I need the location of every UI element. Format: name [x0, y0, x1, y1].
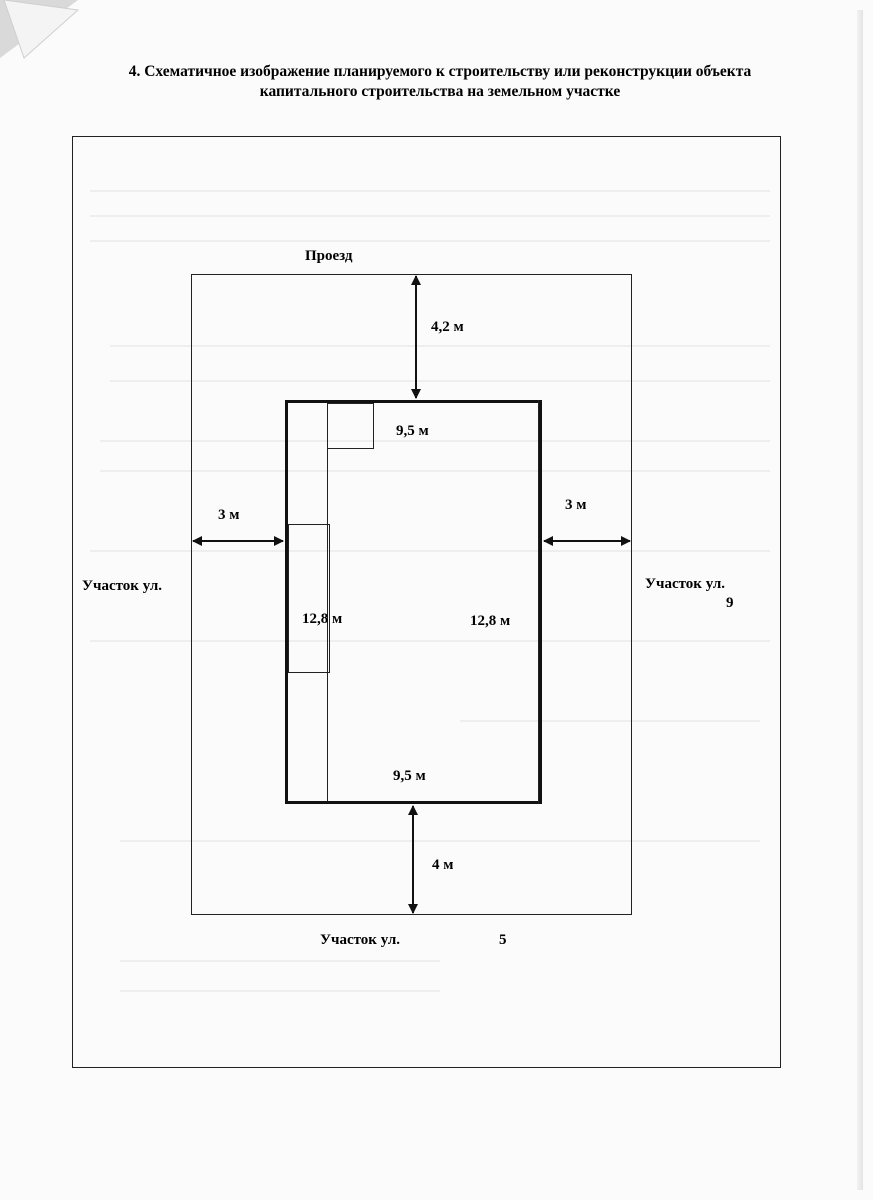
drawing-frame — [72, 136, 781, 1068]
folded-corner-icon — [0, 0, 80, 59]
building-top-width-label: 9,5 м — [396, 423, 429, 439]
building-right-height-label: 12,8 м — [470, 613, 511, 629]
setback-left-label: 3 м — [218, 507, 240, 523]
title-line-1: 4. Схематичное изображение планируемого … — [128, 63, 752, 80]
neighbor-right-label: Участок ул. — [645, 576, 725, 592]
setback-top-label: 4,2 м — [431, 319, 464, 335]
building-right-edge-shadow — [538, 400, 540, 804]
scan-page-edge — [857, 10, 863, 1190]
land-plot-boundary — [191, 274, 632, 915]
neighbor-top-label: Проезд — [305, 248, 353, 264]
setback-right-label: 3 м — [565, 497, 587, 513]
building-bottom-width-label: 9,5 м — [393, 768, 426, 784]
neighbor-bottom-suffix: 5 — [499, 932, 507, 948]
room-side — [288, 524, 330, 673]
building-left-height-label: 12,8 м — [302, 611, 343, 627]
neighbor-right-suffix: 9 — [726, 595, 734, 611]
title-line-2: капитального строительства на земельном … — [259, 83, 621, 100]
room-small — [327, 403, 374, 449]
building-outline — [285, 400, 542, 804]
page-title: 4. Схематичное изображение планируемого … — [60, 62, 820, 102]
neighbor-left-label: Участок ул. — [82, 578, 162, 594]
partition-vertical — [327, 403, 329, 801]
setback-bottom-label: 4 м — [432, 857, 454, 873]
neighbor-bottom-label: Участок ул. — [320, 932, 400, 948]
